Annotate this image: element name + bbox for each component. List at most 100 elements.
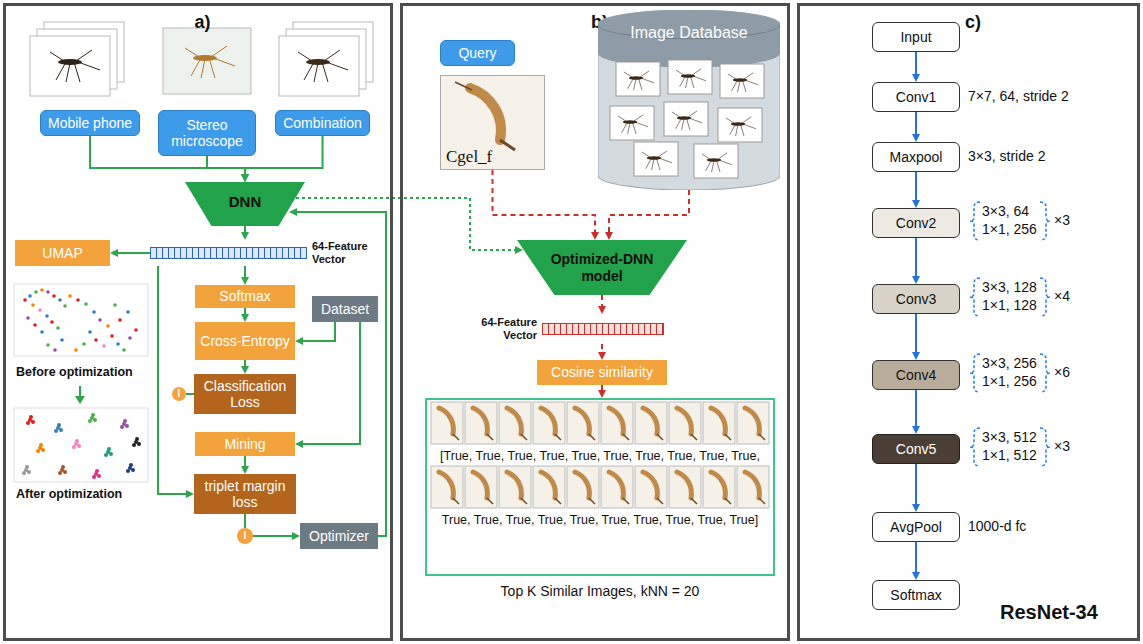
connector-line: [915, 390, 917, 428]
arrow-head: [110, 249, 118, 257]
cylinder-body: [598, 10, 780, 190]
node-label: Dataset: [321, 301, 369, 317]
connector-line: [493, 170, 596, 234]
feature-vector-bar: [150, 247, 307, 259]
layer-spec: 7×7, 64, stride 2: [968, 88, 1069, 105]
dnn-trapezoid: Optimized-DNN model: [517, 240, 687, 295]
node-label: Image Database: [630, 24, 747, 42]
layer-box: AvgPool: [872, 512, 960, 542]
connector: [598, 295, 606, 314]
trapezoid-fill: [185, 182, 305, 226]
connector-line: [158, 266, 188, 494]
arrow-head: [515, 246, 523, 254]
connector-line: [116, 252, 150, 254]
dnn-trapezoid: DNN: [185, 182, 305, 226]
loss-circle: l: [172, 387, 186, 401]
node-label: Cosine similarity: [551, 364, 653, 380]
node-label: Stereo microscope: [163, 117, 251, 149]
arrow-head: [912, 572, 920, 580]
arrow-head: [241, 277, 249, 285]
query-image: Cgel_f: [440, 75, 545, 170]
connector: [253, 532, 300, 540]
connector: [295, 322, 360, 448]
repeat-count: ×3: [1054, 212, 1070, 229]
connector-line: [244, 514, 246, 528]
plot-caption: After optimization: [16, 486, 122, 502]
layer-spec: 1×1, 256: [982, 221, 1037, 238]
connector: [241, 456, 249, 474]
node-label: UMAP: [42, 245, 82, 261]
arrow-head: [912, 134, 920, 142]
arrow-head: [605, 232, 613, 240]
arrow-head: [241, 174, 249, 182]
panel: a) Mobile phone Stereo microscope Combinati…: [3, 3, 393, 641]
arrow-head: [241, 174, 249, 182]
connector: [241, 360, 249, 374]
umap-scatter-after: [14, 408, 148, 482]
connector-line: [301, 322, 335, 341]
layer-box: Maxpool: [872, 142, 960, 172]
vector-label: 64-Feature Vector: [312, 240, 378, 265]
arrow-head: [912, 74, 920, 82]
connector: [912, 238, 920, 284]
feature-vector: 64-Feature Vector: [465, 314, 664, 344]
process-box: Mining: [195, 432, 295, 456]
connector-line: [915, 172, 917, 202]
connector-line: [915, 464, 917, 506]
arrow-head: [912, 276, 920, 284]
connector: [912, 52, 920, 82]
node-label: AvgPool: [890, 519, 942, 535]
cylinder-band: [598, 10, 780, 68]
arrow-head: [292, 532, 300, 540]
layer-spec: 3×3, stride 2: [968, 148, 1045, 165]
process-box: UMAP: [15, 240, 110, 266]
connector: [245, 514, 246, 528]
layer-box: Softmax: [872, 580, 960, 610]
panel-label: a): [194, 12, 210, 33]
source-box: Mobile phone: [40, 110, 140, 136]
optimizer-box: Optimizer: [300, 523, 378, 549]
database-cylinder: Image Database: [598, 10, 780, 190]
layer-spec: 1×1, 128: [982, 297, 1037, 314]
connector: [912, 314, 920, 360]
loss-box: triplet margin loss: [194, 474, 296, 514]
connector: [207, 156, 249, 182]
result-caption: Top K Similar Images, kNN = 20: [425, 583, 775, 600]
layer-spec: 3×3, 256: [982, 355, 1037, 372]
source-box: Stereo microscope: [158, 110, 256, 156]
connector: [241, 226, 249, 240]
photo-stack: [163, 28, 251, 94]
connector: [912, 112, 920, 142]
repeat-count: ×4: [1054, 288, 1070, 305]
arrow-head: [241, 466, 249, 474]
node-label: Combination: [283, 115, 362, 131]
umap-arrow: [75, 386, 85, 404]
layer-spec: 3×3, 128: [982, 279, 1037, 296]
arrow-head: [186, 490, 194, 498]
arrow-head: [591, 232, 599, 240]
node-label: l: [178, 388, 181, 400]
arrow-head: [598, 306, 606, 314]
arrow-head: [241, 366, 249, 374]
connector: [598, 385, 606, 398]
arrow-head: [295, 337, 303, 345]
process-box: Cosine similarity: [537, 360, 667, 385]
feature-vector: 64-Feature Vector: [150, 240, 378, 266]
node-label: triplet margin loss: [198, 478, 292, 510]
node-label: Conv3: [896, 291, 936, 307]
connector-line: [245, 136, 323, 176]
connector-line: [915, 52, 917, 76]
connector: [912, 172, 920, 208]
connector: [912, 542, 920, 580]
layer-box: Conv3: [872, 284, 960, 314]
arrow-head: [912, 504, 920, 512]
node-label: Mobile phone: [48, 115, 132, 131]
node-label: Mining: [224, 436, 265, 452]
connector: [912, 464, 920, 512]
connector-line: [915, 542, 917, 574]
layer-spec: 3×3, 64: [982, 203, 1029, 220]
repeat-count: ×6: [1054, 364, 1070, 381]
node-label: Conv2: [896, 215, 936, 231]
layer-spec: 1×1, 512: [982, 447, 1037, 464]
arrow-head: [241, 232, 249, 240]
